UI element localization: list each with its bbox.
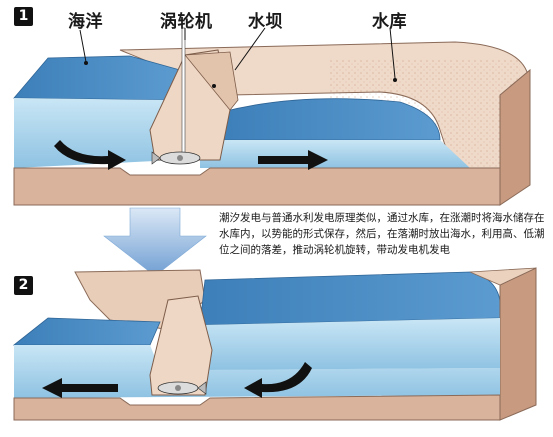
label-dam: 水坝: [248, 12, 283, 32]
turbine-icon: [157, 381, 207, 395]
panel-1: [13, 27, 531, 206]
label-turbine: 涡轮机: [160, 12, 213, 32]
flow-arrow-icon: [42, 378, 118, 398]
sea-surface-2: [12, 317, 161, 346]
sea-body: [14, 98, 175, 168]
sea-surface: [13, 55, 181, 101]
turbine-icon: [151, 151, 201, 165]
dam-2: [149, 295, 213, 396]
ground-front: [13, 167, 501, 206]
label-reservoir: 水库: [372, 12, 407, 32]
reservoir-water-body: [200, 140, 470, 168]
reservoir-water-surface-2: [199, 271, 502, 326]
flow-arrow-icon: [258, 150, 328, 170]
label-sea: 海洋: [68, 12, 103, 32]
block-side-2: [499, 267, 537, 421]
panel-2: [12, 267, 537, 421]
step-badge-1: 1: [14, 7, 33, 26]
caption-text: 潮汐发电与普通水利发电原理类似，通过水库，在涨潮时将海水储存在水库内，以势能的形…: [219, 212, 545, 256]
reservoir-water-body-2: [200, 318, 500, 370]
turbine-shaft: [181, 27, 186, 161]
dam-top: [184, 51, 239, 111]
reservoir-water-surface: [219, 98, 441, 141]
ground-front-2: [13, 394, 501, 421]
step-badge-2: 2: [14, 276, 33, 295]
flow-arrow-icon: [54, 140, 126, 170]
flow-arrow-icon: [244, 362, 312, 398]
down-arrow-icon: [103, 207, 207, 277]
water-body-2: [14, 345, 500, 398]
